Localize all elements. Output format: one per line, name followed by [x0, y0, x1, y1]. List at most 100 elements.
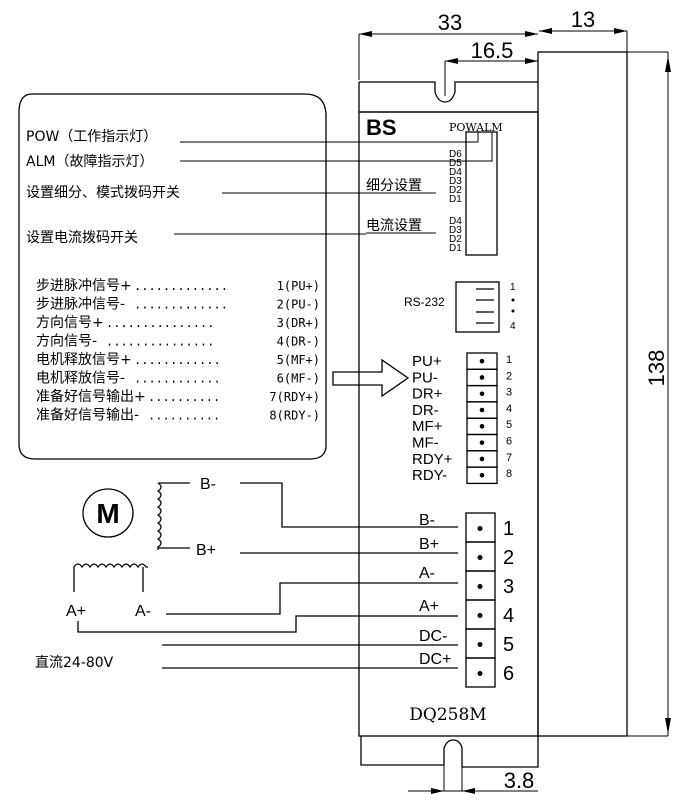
callout-current-switch: 设置电流拨码开关: [26, 230, 138, 246]
dip-label: D3: [449, 225, 462, 236]
signal-name: 准备好信号输出-: [36, 407, 139, 424]
control-terminal-label: RDY+: [412, 451, 453, 468]
signal-leader: ..........: [148, 409, 220, 423]
signal-list-item: 方向信号+...............3(DR+): [36, 315, 320, 331]
dip-subdivision-labels: D6 D5 D4 D3 D2 D1: [449, 149, 462, 205]
power-terminal-label: B+: [419, 536, 439, 553]
pin-screw-icon: [477, 642, 483, 647]
signal-leader: ............: [134, 353, 221, 367]
signal-list-item: 准备好信号输出+.......... 7(RDY+): [36, 388, 320, 405]
signal-list-item: 电机释放信号+............ 5(MF+): [36, 352, 320, 368]
control-terminal-pin[interactable]: [466, 466, 498, 485]
signal-list: 步进脉冲信号+ ............. 1(PU+) 步进脉冲信号- .....…: [36, 278, 320, 424]
motor-b-minus-label: B-: [200, 476, 216, 493]
dimension-slot-offset: 16.5: [444, 38, 538, 96]
signal-name: 准备好信号输出+: [36, 388, 146, 405]
motor-label: M: [96, 498, 119, 529]
control-terminal-label: DR+: [412, 386, 443, 403]
power-supply-label: 直流24-80V: [35, 654, 114, 671]
dip-label: D5: [449, 158, 462, 169]
control-terminal-label: DR-: [412, 402, 439, 419]
power-terminal-pin-number: 6: [503, 663, 514, 685]
control-terminal-pin-number: 5: [506, 419, 512, 431]
signal-pin: 2(PU-): [277, 298, 320, 312]
signal-leader: ...............: [106, 335, 214, 349]
signal-name: 电机释放信号+: [36, 352, 132, 368]
control-terminal-label: PU-: [412, 369, 438, 386]
rs232-port[interactable]: RS-232 1 4: [404, 281, 516, 333]
dip-label: D6: [449, 149, 462, 160]
motor-b-plus-label: B+: [196, 542, 216, 559]
dimension-slot-offset-label: 16.5: [471, 38, 514, 63]
dip-label: D1: [449, 194, 462, 205]
signal-leader: ...............: [106, 316, 214, 330]
motor-a-minus-label: A-: [135, 603, 151, 620]
power-terminal-label: A+: [419, 598, 439, 615]
motor-wires: [77, 482, 458, 633]
signal-name: 步进脉冲信号-: [36, 297, 125, 313]
pin-screw-icon: [479, 424, 485, 429]
current-setting-label: 电流设置: [366, 218, 422, 234]
control-terminal-pin-number: 2: [506, 370, 512, 382]
power-terminal-pin[interactable]: [465, 657, 496, 688]
signal-pin: 7(RDY+): [269, 390, 320, 404]
dip-current-labels: D4 D3 D2 D1: [449, 216, 462, 254]
control-terminal-pin-number: 1: [506, 354, 512, 366]
pin-screw-icon: [479, 358, 485, 364]
power-terminal-label: DC+: [419, 651, 451, 668]
pin-screw-icon: [477, 671, 483, 676]
dip-label: D4: [449, 167, 462, 178]
control-terminal-label: RDY-: [412, 467, 447, 484]
control-terminal-pin-number: 4: [506, 403, 512, 415]
signal-name: 方向信号-: [36, 334, 97, 350]
signal-pin: 6(MF-): [277, 372, 320, 386]
signal-pin: 1(PU+): [277, 279, 320, 293]
dimension-height: 138: [540, 51, 671, 737]
control-terminal-label: MF+: [412, 418, 443, 435]
signal-pin: 4(DR-): [277, 335, 320, 349]
pin-screw-icon: [479, 440, 485, 445]
signal-list-item: 电机释放信号-............6(MF-): [36, 371, 320, 387]
callout-subdivision-switch: 设置细分、模式拨码开关: [26, 185, 180, 201]
wire-a-plus: [77, 615, 458, 633]
dimension-bottom-slot: 3.8: [408, 765, 538, 794]
signal-name: 步进脉冲信号+: [36, 278, 132, 294]
power-terminal-pin-number: 2: [503, 547, 514, 569]
signal-leader: .............: [134, 279, 228, 293]
signal-list-item: 方向信号-............... 4(DR-): [36, 334, 320, 350]
pin-screw-icon: [479, 472, 485, 478]
dip-label: D1: [449, 243, 462, 254]
signal-leader: ..........: [148, 390, 220, 404]
driver-housing: [358, 51, 628, 768]
wire-b-minus: [240, 482, 458, 528]
signal-pin: 8(RDY-): [269, 409, 320, 423]
dimension-height-label: 138: [644, 350, 669, 387]
power-terminal-label: A-: [419, 565, 435, 582]
power-terminal: B-1B+2A-3A+4DC-5DC+6: [419, 512, 514, 688]
rs232-label: RS-232: [404, 295, 445, 309]
rs232-pin-first: 1: [510, 282, 516, 293]
motor-a-plus-label: A+: [66, 603, 86, 620]
pin-screw-icon: [477, 613, 483, 618]
signal-name: 方向信号+: [36, 315, 104, 331]
power-terminal-pin-number: 3: [503, 576, 514, 598]
dip-switch-block[interactable]: [465, 131, 498, 256]
arrow-icon: [332, 358, 410, 398]
dip-label: D3: [449, 176, 462, 187]
dip-label: D2: [449, 185, 462, 196]
dip-label: D4: [449, 216, 462, 227]
pin-screw-icon: [479, 456, 485, 462]
pin-screw-icon: [479, 391, 485, 397]
control-terminal-pin-number: 7: [506, 452, 512, 464]
dimension-bottom-slot-label: 3.8: [504, 768, 535, 793]
pin-screw-icon: [477, 555, 483, 560]
callout-box: [18, 93, 327, 460]
power-terminal-pin-number: 5: [503, 634, 514, 656]
dimension-depth: 13: [539, 7, 628, 52]
subdivision-setting-label: 细分设置: [366, 178, 422, 194]
signal-list-item: 步进脉冲信号- .............2(PU-): [36, 297, 320, 313]
signal-pin: 5(MF+): [277, 353, 320, 367]
